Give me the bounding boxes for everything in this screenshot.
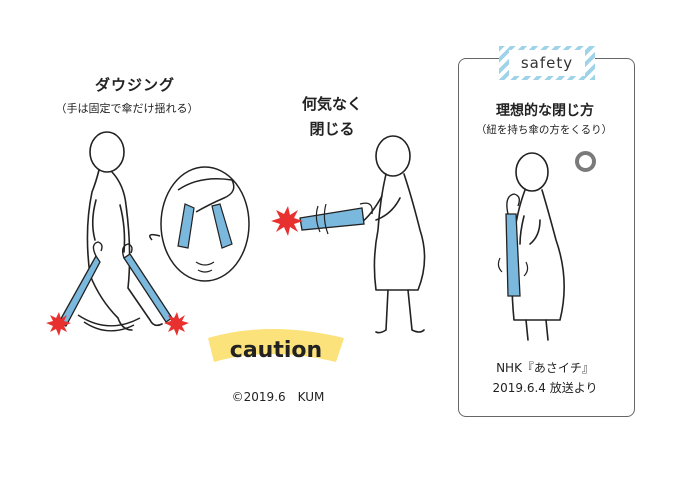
caution-banner: caution: [208, 329, 344, 363]
scene1-subtitle: （手は固定で傘だけ揺れる）: [55, 102, 199, 115]
umbrella-left: [57, 241, 103, 327]
zoom-bubble: [149, 166, 250, 282]
safety-title: 理想的な閉じ方: [496, 103, 594, 119]
credit-line-1: NHK『あさイチ』: [496, 361, 594, 375]
scene1-title: ダウジング: [94, 76, 175, 94]
scene2-title-line-2: 閉じる: [309, 120, 355, 138]
danger-burst-right: [164, 312, 189, 336]
danger-burst-left: [46, 312, 71, 336]
credit-line-2: 2019.6.4 放送より: [492, 381, 598, 395]
safety-tag-label: safety: [509, 50, 585, 76]
umbrella-closing: [299, 202, 373, 235]
closing-person-figure: [361, 135, 426, 334]
safety-tag: safety: [499, 46, 595, 80]
danger-burst-center: [271, 206, 303, 236]
copyright-notice: ©2019.6 KUM: [231, 390, 325, 404]
scene2-title-line-1: 何気なく: [301, 95, 362, 113]
broadcast-credit: NHK『あさイチ』 2019.6.4 放送より: [465, 358, 625, 398]
scene2-title: 何気なく 閉じる: [292, 92, 372, 142]
walking-person-figure: [86, 131, 163, 331]
caution-label: caution: [230, 338, 322, 363]
good-mark-icon: [575, 151, 596, 172]
swing-arc: [77, 314, 141, 332]
umbrella-safe: [497, 193, 529, 297]
safety-subtitle: （紐を持ち傘の方をくるり）: [475, 124, 613, 136]
umbrella-right: [121, 243, 173, 323]
